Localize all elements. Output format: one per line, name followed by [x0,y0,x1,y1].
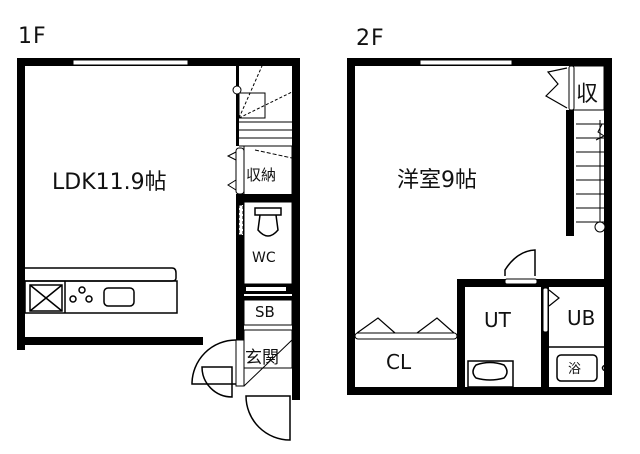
room-label-closet: CL [386,350,412,374]
floor-label-2f: 2F [356,26,385,51]
room-label-unit-bath: UB [567,306,596,330]
kitchen-counter-icon [24,267,178,314]
bathtub-icon [556,354,609,382]
room-label-utility: UT [484,308,511,332]
washbasin-icon [467,360,514,388]
room-label-ldk: LDK11.9帖 [52,170,167,195]
room-label-bathtub: 浴 [568,362,582,377]
floor-label-1f: 1F [18,24,47,49]
room-label-closet-small: 収 [576,82,599,107]
room-label-entrance: 玄関 [245,348,279,368]
room-label-western-room: 洋室9帖 [397,168,477,193]
floor-plan-1f-drawing [17,58,300,441]
floor-plan-1f: LDK11.9帖 収納 WC SB 玄関 [17,58,300,441]
room-label-sb: SB [255,303,275,321]
toilet-icon [254,207,282,237]
stairs-icon [576,120,606,233]
room-label-storage-1f: 収納 [246,166,277,184]
room-label-wc: WC [252,250,276,266]
